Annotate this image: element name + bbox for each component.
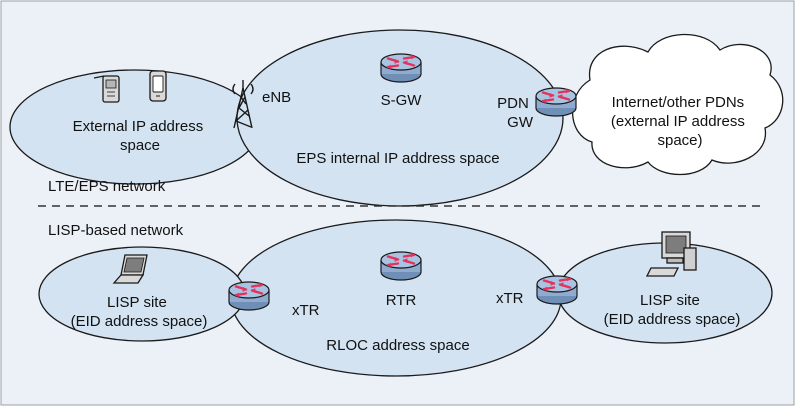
desktop-computer-icon [645, 231, 697, 277]
eps-space-label: EPS internal IP address space [296, 150, 499, 167]
mobile-phone-icon [93, 75, 120, 103]
rloc-space-label: RLOC address space [326, 337, 469, 354]
internet-label: Internet/other PDNs (external IP address… [611, 94, 749, 149]
pdn-gw-label-line1: PDN [497, 95, 529, 112]
right-lisp-site-label: LISP site (EID address space) [604, 292, 741, 328]
eps-internal-space-ellipse [236, 29, 564, 207]
right-xtr-label: xTR [496, 290, 524, 307]
left-lisp-site-label-line1: LISP site [107, 294, 167, 311]
external-ip-label-line1: External IP address [73, 118, 204, 135]
enb-label: eNB [262, 89, 291, 106]
rtr-label: RTR [386, 292, 417, 309]
external-ip-label-line2: space [120, 137, 160, 154]
laptop-icon [112, 254, 148, 284]
left-xtr-router-icon [227, 280, 271, 312]
pdn-gw-router-icon [534, 86, 578, 118]
sgw-label: S-GW [381, 92, 423, 109]
internet-cloud-icon [571, 33, 784, 176]
right-lisp-site-label-line2: (EID address space) [604, 311, 741, 328]
pdn-gw-label-line2: GW [507, 114, 534, 131]
external-ip-label: External IP address space [73, 118, 208, 154]
left-lisp-site-label: LISP site (EID address space) [71, 294, 208, 330]
left-lisp-site-label-line2: (EID address space) [71, 313, 208, 330]
internet-label-line2: (external IP address [611, 113, 745, 130]
lte-section-label: LTE/EPS network [48, 178, 166, 195]
lisp-section-label: LISP-based network [48, 222, 184, 239]
left-xtr-label: xTR [292, 302, 320, 319]
right-lisp-site-label-line1: LISP site [640, 292, 700, 309]
rtr-router-icon [379, 250, 423, 282]
antenna-tower-icon [232, 80, 254, 129]
pdn-gw-label: PDN GW [497, 95, 534, 131]
internet-label-line3: space) [657, 132, 702, 149]
sgw-router-icon [379, 52, 423, 84]
pda-icon [149, 70, 167, 102]
internet-label-line1: Internet/other PDNs [612, 94, 745, 111]
right-xtr-router-icon [535, 274, 579, 306]
